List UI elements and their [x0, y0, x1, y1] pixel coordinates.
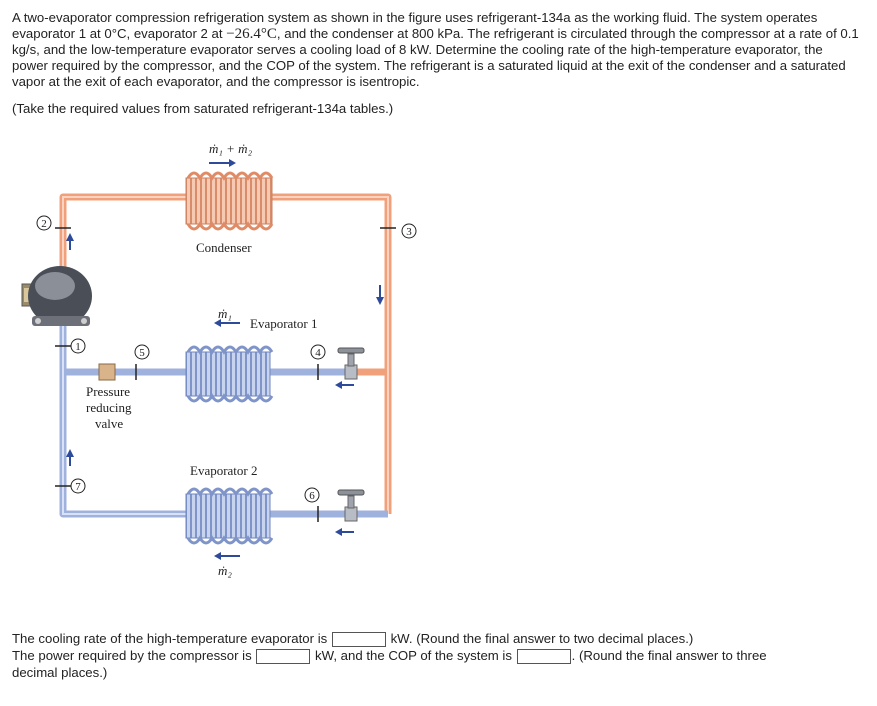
- compressor-power-field[interactable]: [257, 653, 310, 667]
- answer-line-1: The cooling rate of the high-temperature…: [12, 630, 872, 650]
- valve-label-line3: valve: [95, 416, 123, 431]
- rounding-note-2: . (Round the final answer to three: [571, 648, 767, 663]
- state-7-label: 7: [75, 481, 81, 493]
- total-flow-label: ṁ₁ + ṁ₂: [209, 141, 253, 156]
- rounding-note-1: kW. (Round the final answer to two decim…: [390, 631, 694, 646]
- state-markers: [36, 215, 417, 503]
- prompt-compressor-power: The power required by the compressor is: [12, 648, 252, 663]
- table-note: (Take the required values from saturated…: [12, 101, 394, 116]
- condenser-coil: [185, 171, 274, 231]
- cop-field[interactable]: [517, 653, 570, 667]
- state-1-label: 1: [75, 341, 81, 353]
- state-3-label: 3: [406, 226, 412, 238]
- state-2-label: 2: [41, 218, 47, 230]
- flow-1-label: ṁ₁: [218, 306, 232, 321]
- problem-text-2: , and the condenser at 800 kPa. The refr…: [12, 26, 859, 89]
- state-4-label: 4: [315, 347, 321, 359]
- evaporator-2-label: Evaporator 2: [190, 463, 258, 478]
- cold-pipe-highlight: [62, 318, 186, 515]
- compressor: [21, 266, 92, 326]
- state-ticks: [55, 227, 396, 522]
- expansion-valve-2: [337, 489, 365, 522]
- valve-label-line1: Pressure: [86, 384, 130, 399]
- problem-statement: A two-evaporator compression refrigerati…: [12, 10, 862, 90]
- state-5-label: 5: [139, 347, 145, 359]
- evaporator-2-coil: [185, 487, 274, 545]
- prompt-evap1-cooling: The cooling rate of the high-temperature…: [12, 631, 328, 646]
- compressor-power-input[interactable]: [256, 649, 311, 667]
- answer-line-2: The power required by the compressor is …: [12, 647, 872, 667]
- valve-label-line2: reducing: [86, 400, 132, 415]
- cop-input[interactable]: [516, 649, 571, 667]
- hot-pipe-highlight: [62, 196, 389, 514]
- answer-line-3: decimal places.): [12, 665, 108, 680]
- evaporator-1-coil: [185, 345, 274, 403]
- pressure-reducing-valve: [98, 363, 116, 381]
- expansion-valve-1: [337, 347, 365, 380]
- flow-arrows: [66, 159, 384, 560]
- answer-section: The cooling rate of the high-temperature…: [12, 630, 872, 681]
- condenser-label: Condenser: [196, 240, 252, 255]
- evap1-cooling-rate-input[interactable]: [331, 632, 386, 650]
- state-6-label: 6: [309, 490, 315, 502]
- evaporator-1-label: Evaporator 1: [250, 316, 318, 331]
- evap2-temperature: −26.4°C: [226, 26, 277, 42]
- flow-2-label: ṁ₂: [218, 563, 232, 578]
- prompt-cop: kW, and the COP of the system is: [315, 648, 512, 663]
- problem-text-1: A two-evaporator compression refrigerati…: [12, 10, 818, 41]
- evap1-cooling-rate-field[interactable]: [332, 636, 385, 650]
